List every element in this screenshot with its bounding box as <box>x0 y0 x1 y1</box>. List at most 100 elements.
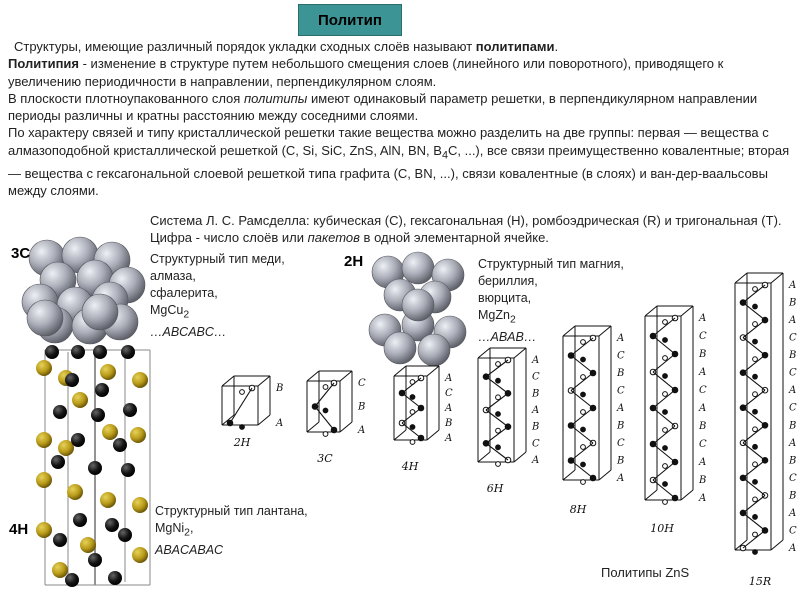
cell-edge <box>770 539 784 551</box>
layer-letter: A <box>531 355 539 366</box>
black-atom <box>95 383 109 397</box>
bond <box>652 479 676 499</box>
black-atom <box>123 403 137 417</box>
layer-letter: A <box>698 313 706 324</box>
lanthanum-4h-lattice-model <box>36 345 151 587</box>
atom <box>495 444 501 451</box>
bond <box>742 389 766 409</box>
layer-letter: C <box>789 368 797 379</box>
layer-letter: B <box>788 490 796 501</box>
layer-letter: C <box>617 351 625 362</box>
intro-paragraph-4: По характеру связей и типу кристаллическ… <box>8 125 790 198</box>
bond <box>314 382 335 407</box>
atom <box>495 461 501 467</box>
bond <box>742 424 766 444</box>
atom <box>752 443 758 450</box>
cell-edge <box>306 421 320 433</box>
label-2h: 2H <box>344 253 364 270</box>
black-atom <box>121 345 135 359</box>
black-atom <box>65 573 79 587</box>
layer-letter: C <box>532 438 540 449</box>
gold-atom <box>100 364 116 380</box>
label-3c: 3C <box>11 245 31 262</box>
bond <box>742 477 766 496</box>
bond <box>742 372 766 391</box>
polytype-label: 4H <box>401 460 419 473</box>
cell-edge <box>257 414 271 426</box>
bond <box>401 422 422 439</box>
layer-letter: A <box>444 433 452 444</box>
bond <box>652 317 676 337</box>
gold-atom <box>52 562 68 578</box>
sphere <box>401 251 435 285</box>
black-atom <box>51 455 65 469</box>
bond <box>570 355 594 374</box>
layer-letter: B <box>698 421 706 432</box>
bond <box>652 443 676 463</box>
atom <box>409 424 416 430</box>
layer-letter: B <box>788 420 796 431</box>
atom <box>580 461 586 468</box>
bond <box>485 392 509 411</box>
layer-letter: A <box>531 455 539 466</box>
black-atom <box>108 571 122 585</box>
bond <box>652 353 676 373</box>
atom <box>580 426 586 433</box>
atom <box>752 496 758 503</box>
gold-atom <box>132 497 148 513</box>
sphere <box>417 333 451 367</box>
cell-edge <box>734 272 748 284</box>
layer-letter: A <box>788 315 796 326</box>
bond <box>652 389 676 409</box>
polytype-label: 2H <box>233 436 251 449</box>
bond <box>742 512 766 531</box>
layer-letter: B <box>788 298 796 309</box>
bond <box>652 335 676 355</box>
magnesium-type-text: Структурный тип магния, бериллия, вюрцит… <box>478 257 624 344</box>
layer-letter: A <box>616 333 624 344</box>
gold-atom <box>36 522 52 538</box>
atom <box>580 339 586 345</box>
layer-letter: A <box>788 280 796 291</box>
atom <box>752 461 758 468</box>
atom <box>495 394 501 401</box>
layer-letter: C <box>789 333 797 344</box>
polytype-label: 8H <box>570 503 587 516</box>
cell-edge <box>477 451 491 463</box>
layer-letter: C <box>789 473 797 484</box>
black-atom <box>93 345 107 359</box>
gold-atom <box>36 472 52 488</box>
layer-letter: B <box>698 349 706 360</box>
intro-paragraph-2: Политипия - изменение в структуре путем … <box>8 56 724 89</box>
atom <box>752 531 758 538</box>
atom <box>752 321 758 327</box>
atom <box>239 424 245 430</box>
black-atom <box>45 345 59 359</box>
black-atom <box>113 438 127 452</box>
cell-edge <box>562 325 576 337</box>
black-atom <box>53 533 67 547</box>
atom <box>580 444 586 450</box>
bond <box>314 406 335 431</box>
layer-letter: C <box>445 388 453 399</box>
bond <box>742 494 766 514</box>
bond <box>401 407 422 424</box>
atom <box>662 445 668 451</box>
gold-atom <box>58 440 74 456</box>
cell-edge <box>306 370 320 382</box>
cell-edge <box>221 414 235 426</box>
layer-letter: A <box>616 403 624 414</box>
bond <box>742 442 766 461</box>
gold-atom <box>67 484 83 500</box>
atom <box>662 499 668 505</box>
cell-edge <box>644 489 658 501</box>
intro-text: Структуры, имеющие различный порядок укл… <box>8 38 790 199</box>
intro-paragraph-3: В плоскости плотноупакованного слоя поли… <box>8 90 758 124</box>
cell-edge <box>393 429 407 441</box>
bond <box>401 392 422 409</box>
layer-letter: C <box>358 378 366 389</box>
layer-letter: A <box>788 543 796 554</box>
